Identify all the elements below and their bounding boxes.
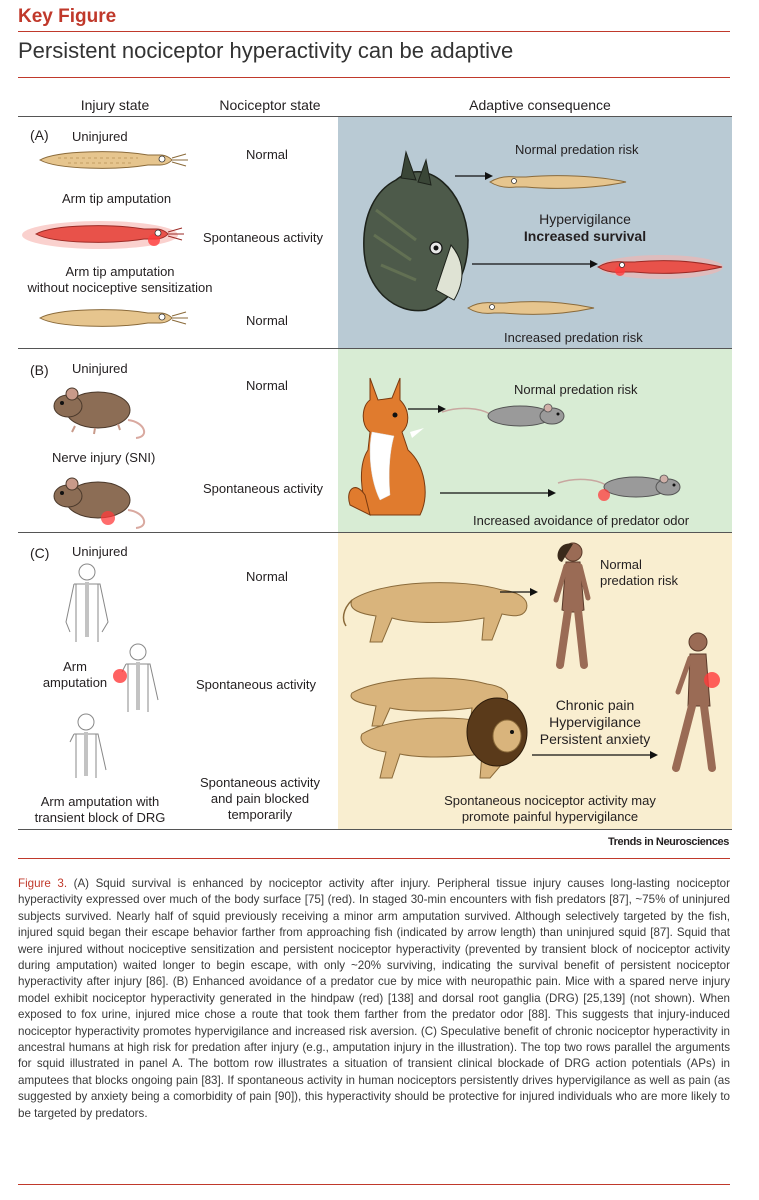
caption-text: (A) Squid survival is enhanced by nocice…	[18, 877, 730, 1120]
panel-a-noci-spontaneous: Spontaneous activity	[203, 230, 323, 245]
lioness-illustration-1	[342, 582, 528, 643]
squid-without-sensitization-illustration	[38, 309, 188, 327]
human-running-injured-illustration	[672, 632, 720, 772]
panel-b-cons-avoidance: Increased avoidance of predator odor	[473, 513, 690, 528]
panel-c-cons-chronic: Chronic pain Hypervigilance Persistent a…	[520, 697, 670, 748]
panel-a-label: (A)	[30, 127, 49, 143]
panel-c-block-drg-line2: transient block of DRG	[34, 810, 166, 825]
separator-a-b	[18, 348, 732, 349]
panel-c-block-drg-line1: Arm amputation with	[40, 794, 160, 809]
column-heading-consequence: Adaptive consequence	[469, 97, 611, 113]
journal-credit: Trends in Neurosciences	[607, 836, 729, 848]
squid-caught	[467, 301, 595, 315]
panel-a-noci-normal-1: Normal	[246, 147, 288, 162]
panel-c-uninjured: Uninjured	[72, 544, 128, 559]
panel-c-cons-painful-hypervigilance: Spontaneous nociceptor activity may prom…	[400, 793, 700, 825]
mouse-running-injured	[557, 474, 681, 501]
panel-c-arm-amputation-line2: amputation	[42, 675, 108, 690]
header-rule	[18, 31, 730, 32]
panel-c-noci-blocked-line1: Spontaneous activity	[200, 775, 320, 790]
panel-c-noci-blocked-line2: and pain blocked	[210, 791, 310, 806]
panel-c-noci-blocked: Spontaneous activity and pain blocked te…	[185, 775, 335, 823]
panel-c-chronic-pain: Chronic pain	[555, 697, 635, 713]
figure-title: Persistent nociceptor hyperactivity can …	[18, 38, 514, 63]
panel-a-increased-survival-text: Increased survival	[523, 228, 647, 244]
panel-a-cons-normal-predation: Normal predation risk	[515, 142, 639, 157]
figure-caption: Figure 3. (A) Squid survival is enhanced…	[18, 876, 730, 1122]
column-heading-injury: Injury state	[80, 97, 150, 113]
panel-b-uninjured: Uninjured	[72, 361, 128, 376]
caption-figure-label: Figure 3.	[18, 877, 68, 890]
panel-b-nerve-injury: Nerve injury (SNI)	[52, 450, 156, 465]
panel-c-cons-normal: Normal predation risk	[600, 557, 678, 589]
human-outline-block-drg	[69, 713, 107, 778]
squid-escaping-normal	[489, 175, 627, 189]
mouse-injured-illustration	[53, 477, 146, 529]
arrow-fox-normal	[408, 405, 446, 413]
panel-c-spontaneous-line1: Spontaneous nociceptor activity may	[444, 793, 656, 808]
footer-rule	[18, 1184, 730, 1185]
panel-b-label: (B)	[30, 362, 49, 378]
mouse-uninjured-illustration	[53, 387, 146, 439]
panel-a-without-sensitization-line2: without nociceptive sensitization	[27, 280, 213, 295]
mouse-running-normal	[441, 403, 565, 427]
panel-c-spontaneous-line2: promote painful hypervigilance	[461, 809, 639, 824]
panel-a-arm-tip-amputation: Arm tip amputation	[62, 191, 172, 206]
panel-c-hypervigilance: Hypervigilance	[549, 714, 641, 730]
key-figure-label: Key Figure	[18, 6, 117, 27]
arrow-lion-hypervigilance	[532, 751, 658, 759]
arrow-lion-normal	[500, 588, 538, 596]
panel-c-arm-amputation: Arm amputation	[30, 659, 120, 691]
panel-c-noci-blocked-line3: temporarily	[227, 807, 293, 822]
panel-c-arm-amputation-line1: Arm	[63, 659, 87, 674]
panel-c-label: (C)	[30, 545, 50, 561]
fox-predator-illustration	[348, 377, 426, 516]
panel-a-hypervigilance-text: Hypervigilance	[539, 211, 631, 227]
panel-b-noci-normal: Normal	[246, 378, 288, 393]
panel-b-cons-normal-predation: Normal predation risk	[514, 382, 638, 397]
separator-top	[18, 116, 732, 117]
human-outline-amputation	[113, 643, 159, 712]
squid-uninjured-illustration	[38, 151, 188, 169]
panel-c-cons-normal-line2: predation risk	[600, 573, 679, 588]
panel-c-block-drg: Arm amputation with transient block of D…	[20, 794, 180, 826]
separator-bottom	[18, 829, 732, 830]
panel-a-cons-increased-predation: Increased predation risk	[504, 330, 643, 345]
panel-a-uninjured: Uninjured	[72, 129, 128, 144]
human-walking-illustration	[553, 542, 591, 669]
arrow-hypervigilance	[472, 260, 598, 268]
squid-injured-illustration	[22, 221, 184, 249]
separator-b-c	[18, 532, 732, 533]
panel-c-noci-normal: Normal	[246, 569, 288, 584]
panel-b-noci-spontaneous: Spontaneous activity	[203, 481, 323, 496]
panel-a-without-sensitization-line1: Arm tip amputation	[65, 264, 175, 279]
panel-a-noci-normal-2: Normal	[246, 313, 288, 328]
fish-predator-illustration	[363, 150, 469, 312]
human-outline-uninjured	[65, 563, 109, 642]
panel-c-noci-spontaneous: Spontaneous activity	[196, 677, 316, 692]
arrow-normal-predation	[455, 172, 493, 180]
caption-rule	[18, 858, 730, 859]
squid-escaping-injured	[597, 255, 723, 279]
panel-c-cons-normal-line1: Normal	[600, 557, 642, 572]
panel-c-persistent-anxiety: Persistent anxiety	[539, 731, 651, 747]
panel-a-without-sensitization: Arm tip amputation without nociceptive s…	[20, 264, 220, 296]
arrow-fox-avoidance	[440, 489, 556, 497]
title-rule	[18, 77, 730, 78]
column-heading-nociceptor: Nociceptor state	[219, 97, 321, 113]
lion-illustration	[360, 697, 528, 779]
panel-a-cons-hypervigilance: Hypervigilance Increased survival	[500, 211, 670, 245]
